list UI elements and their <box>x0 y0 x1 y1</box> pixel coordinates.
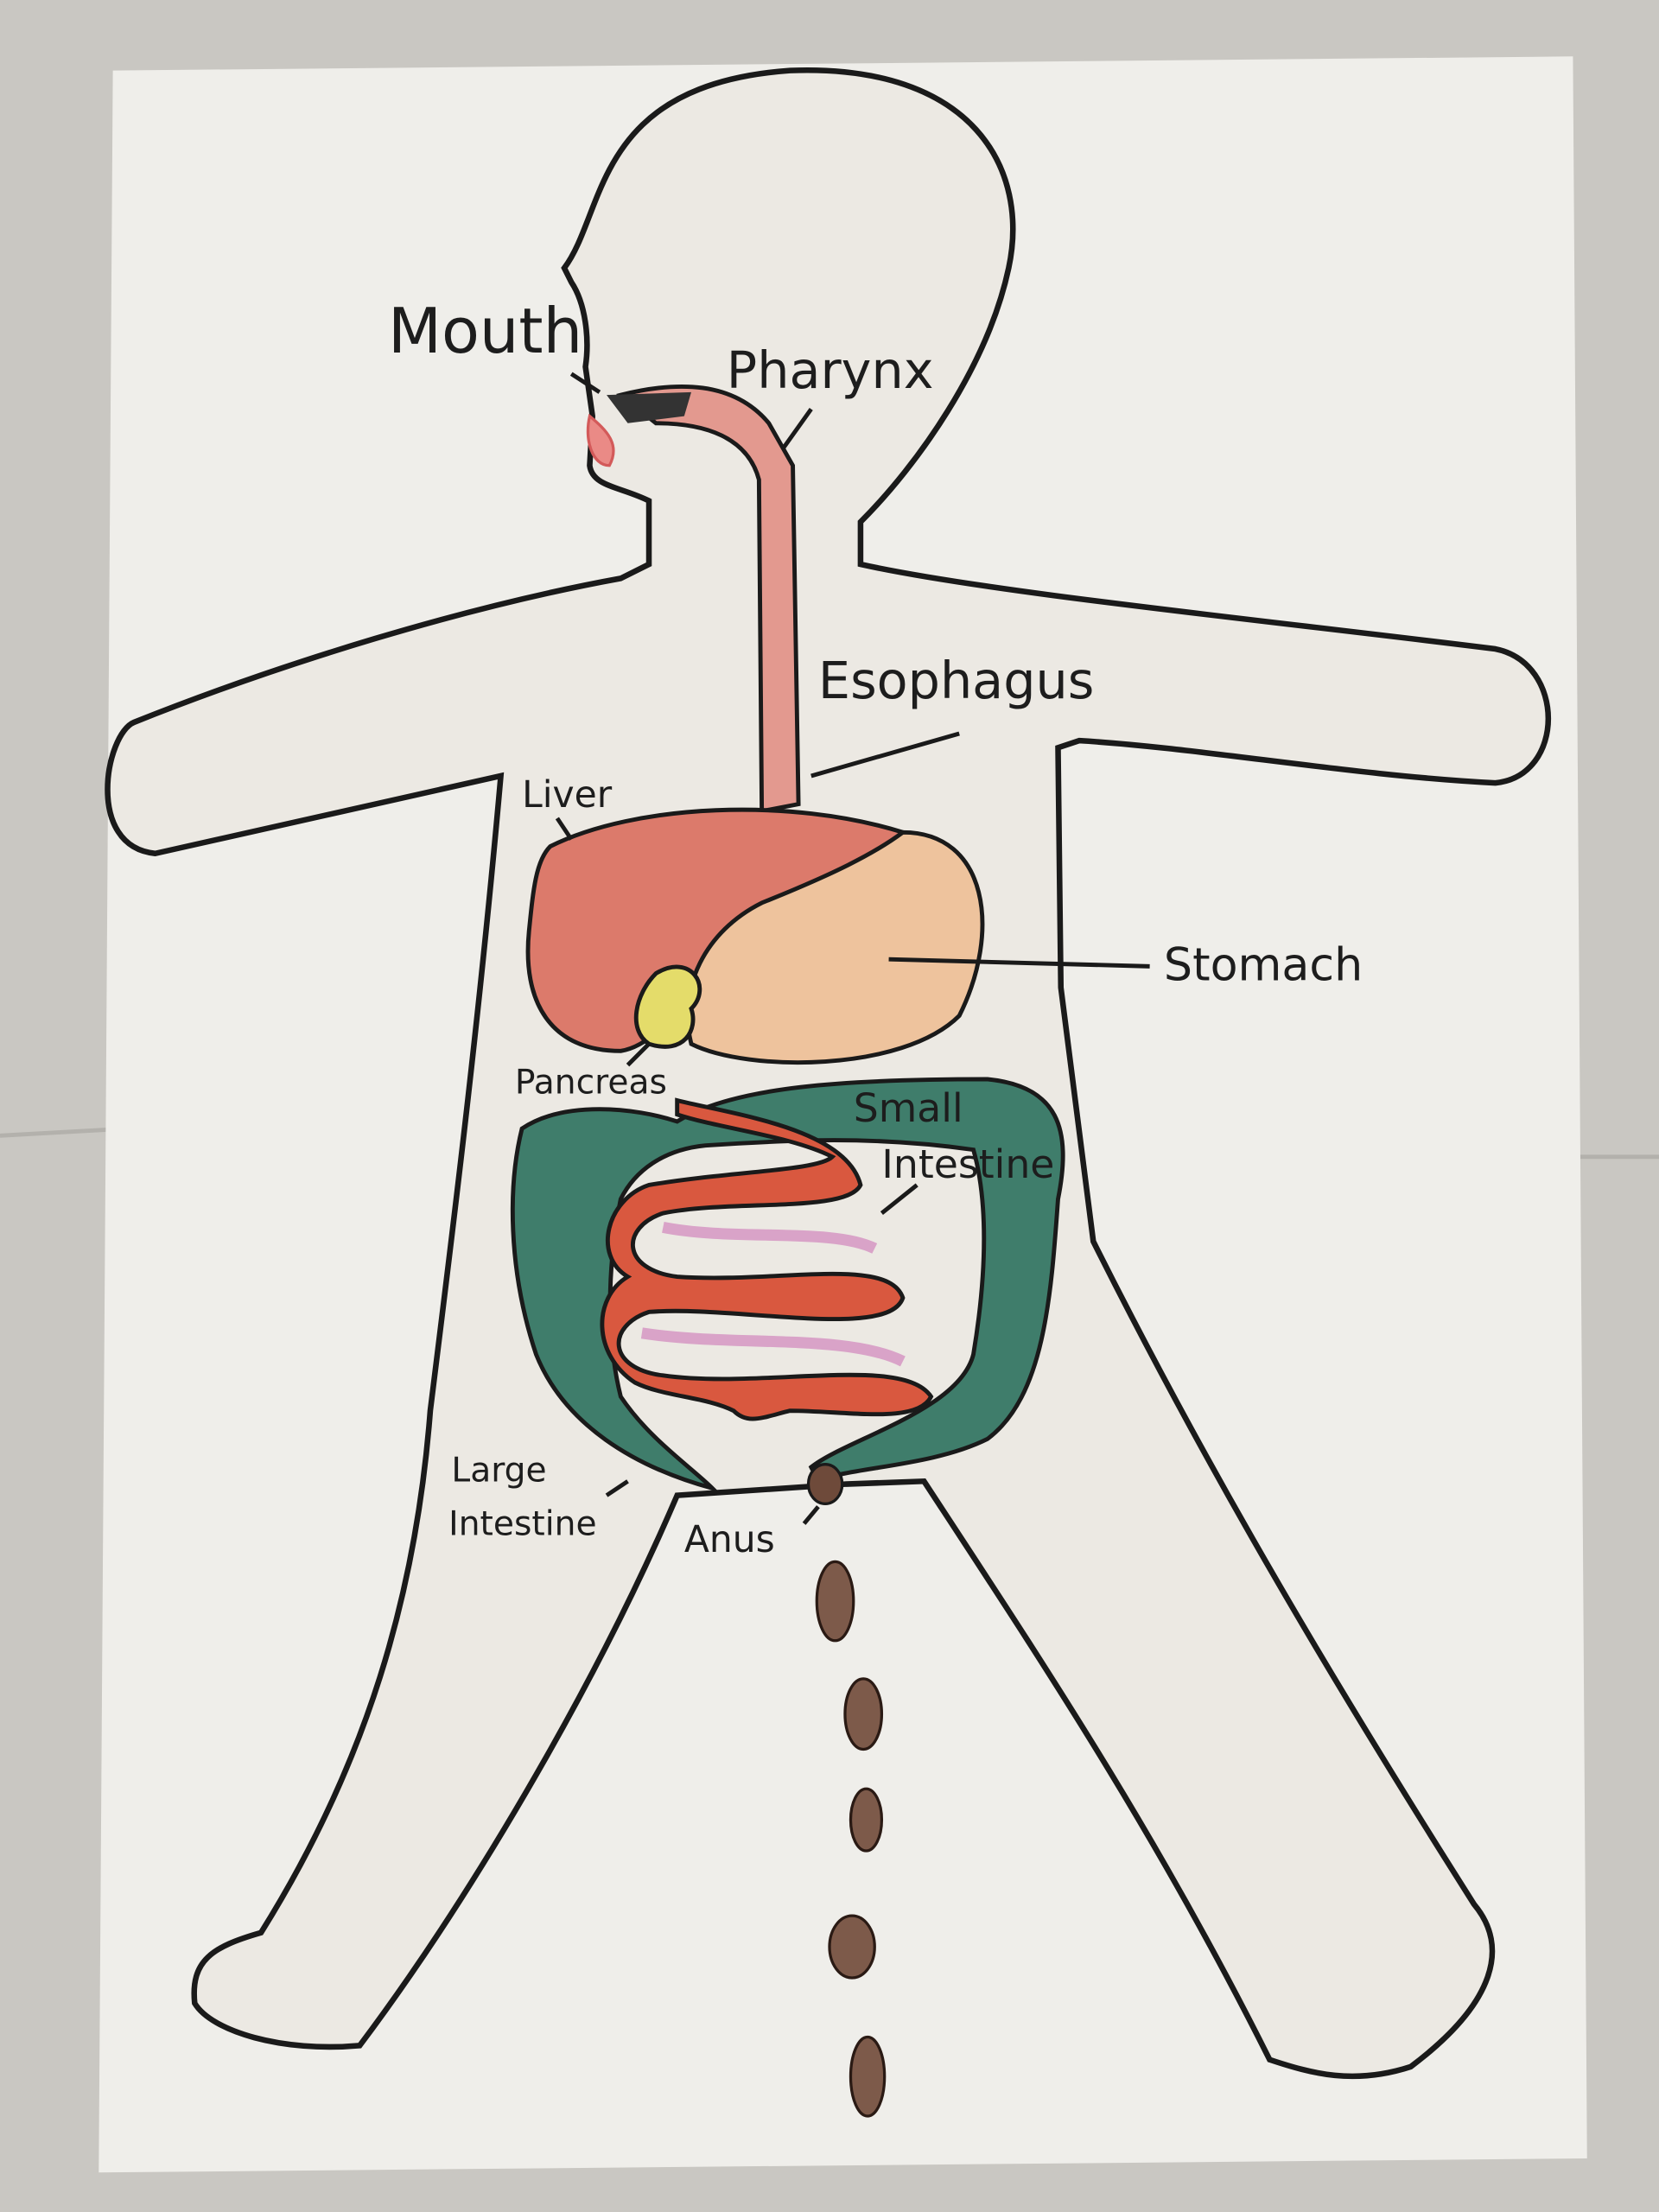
mouth-cavity <box>607 391 691 423</box>
pancreas <box>633 964 702 1049</box>
body-outline <box>105 67 1552 2080</box>
feces <box>815 1560 855 1643</box>
label-large-intestine: Large <box>451 1451 546 1490</box>
anus <box>806 1463 844 1506</box>
tongue <box>586 413 615 467</box>
feces <box>849 2035 887 2118</box>
feces <box>843 1677 884 1751</box>
label-mouth: Mouth <box>388 295 582 367</box>
small-intestine <box>600 1097 934 1421</box>
pointer-arrows <box>555 372 1150 1525</box>
large-intestine <box>510 1077 1065 1493</box>
label-large-intestine: Intestine <box>448 1504 596 1543</box>
label-liver: Liver <box>522 774 613 817</box>
label-pharynx: Pharynx <box>727 340 934 400</box>
label-pancreas: Pancreas <box>515 1063 667 1102</box>
label-small-intestine: Small <box>854 1085 963 1131</box>
feces <box>828 1914 876 1980</box>
label-small-intestine: Intestine <box>881 1141 1054 1187</box>
label-esophagus: Esophagus <box>818 651 1094 710</box>
label-anus: Anus <box>684 1519 775 1561</box>
stomach <box>685 830 985 1065</box>
feces <box>849 1787 884 1853</box>
label-stomach: Stomach <box>1164 940 1363 992</box>
esophagus <box>615 385 801 814</box>
small-intestine-lining <box>640 1222 906 1367</box>
